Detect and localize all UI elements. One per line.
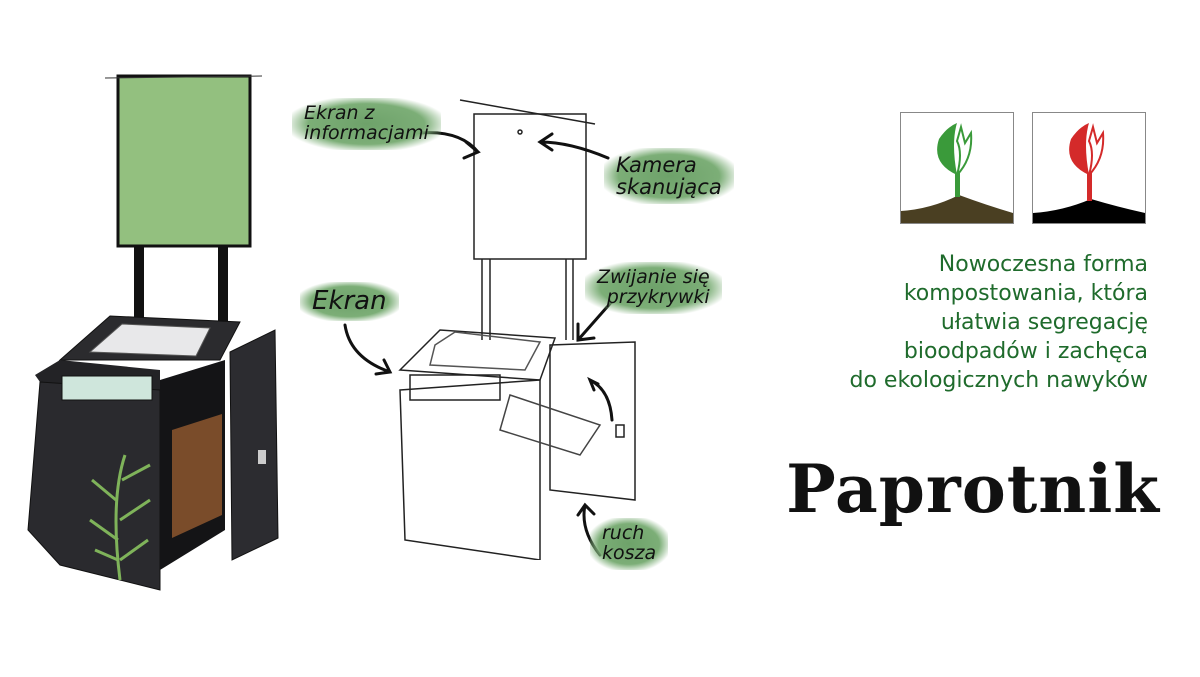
colored-bin-illustration [27, 74, 279, 591]
note-text: Ekran z [304, 102, 375, 124]
note-text: Ekran [312, 286, 387, 316]
note-screen: Ekran [300, 282, 399, 322]
green-sprout-icon [901, 123, 1013, 223]
arrow-screen [343, 323, 393, 376]
arrow-camera [537, 132, 610, 160]
tagline-line: ułatwia segregację [940, 310, 1148, 335]
tagline: Nowoczesna forma kompostowania, która uł… [760, 250, 1148, 395]
note-basket: ruch kosza [590, 518, 669, 570]
note-text: kosza [602, 541, 657, 564]
tagline-line: Nowoczesna forma [938, 252, 1148, 277]
note-text: Zwijanie się [597, 266, 710, 288]
note-info-screen: Ekran z informacjami [292, 98, 441, 150]
arrow-door [587, 376, 614, 422]
tagline-line: do ekologicznych nawyków [849, 368, 1148, 393]
tagline-line: kompostowania, która [903, 281, 1148, 306]
fern-decoration-icon [89, 454, 151, 581]
tagline-line: bioodpadów i zachęca [903, 339, 1148, 364]
note-text: przykrywki [606, 285, 710, 308]
logo-green [900, 112, 1014, 224]
note-text: skanująca [616, 175, 722, 200]
note-text: informacjami [304, 121, 429, 144]
note-lid: Zwijanie się przykrywki [585, 262, 722, 314]
note-camera: Kamera skanująca [604, 148, 734, 205]
logo-red [1032, 112, 1146, 224]
note-text: ruch [602, 522, 645, 544]
product-title: Paprotnik [786, 450, 1160, 528]
red-sprout-icon [1033, 123, 1145, 223]
note-text: Kamera [616, 153, 697, 177]
sketch-bin-illustration [398, 99, 636, 560]
